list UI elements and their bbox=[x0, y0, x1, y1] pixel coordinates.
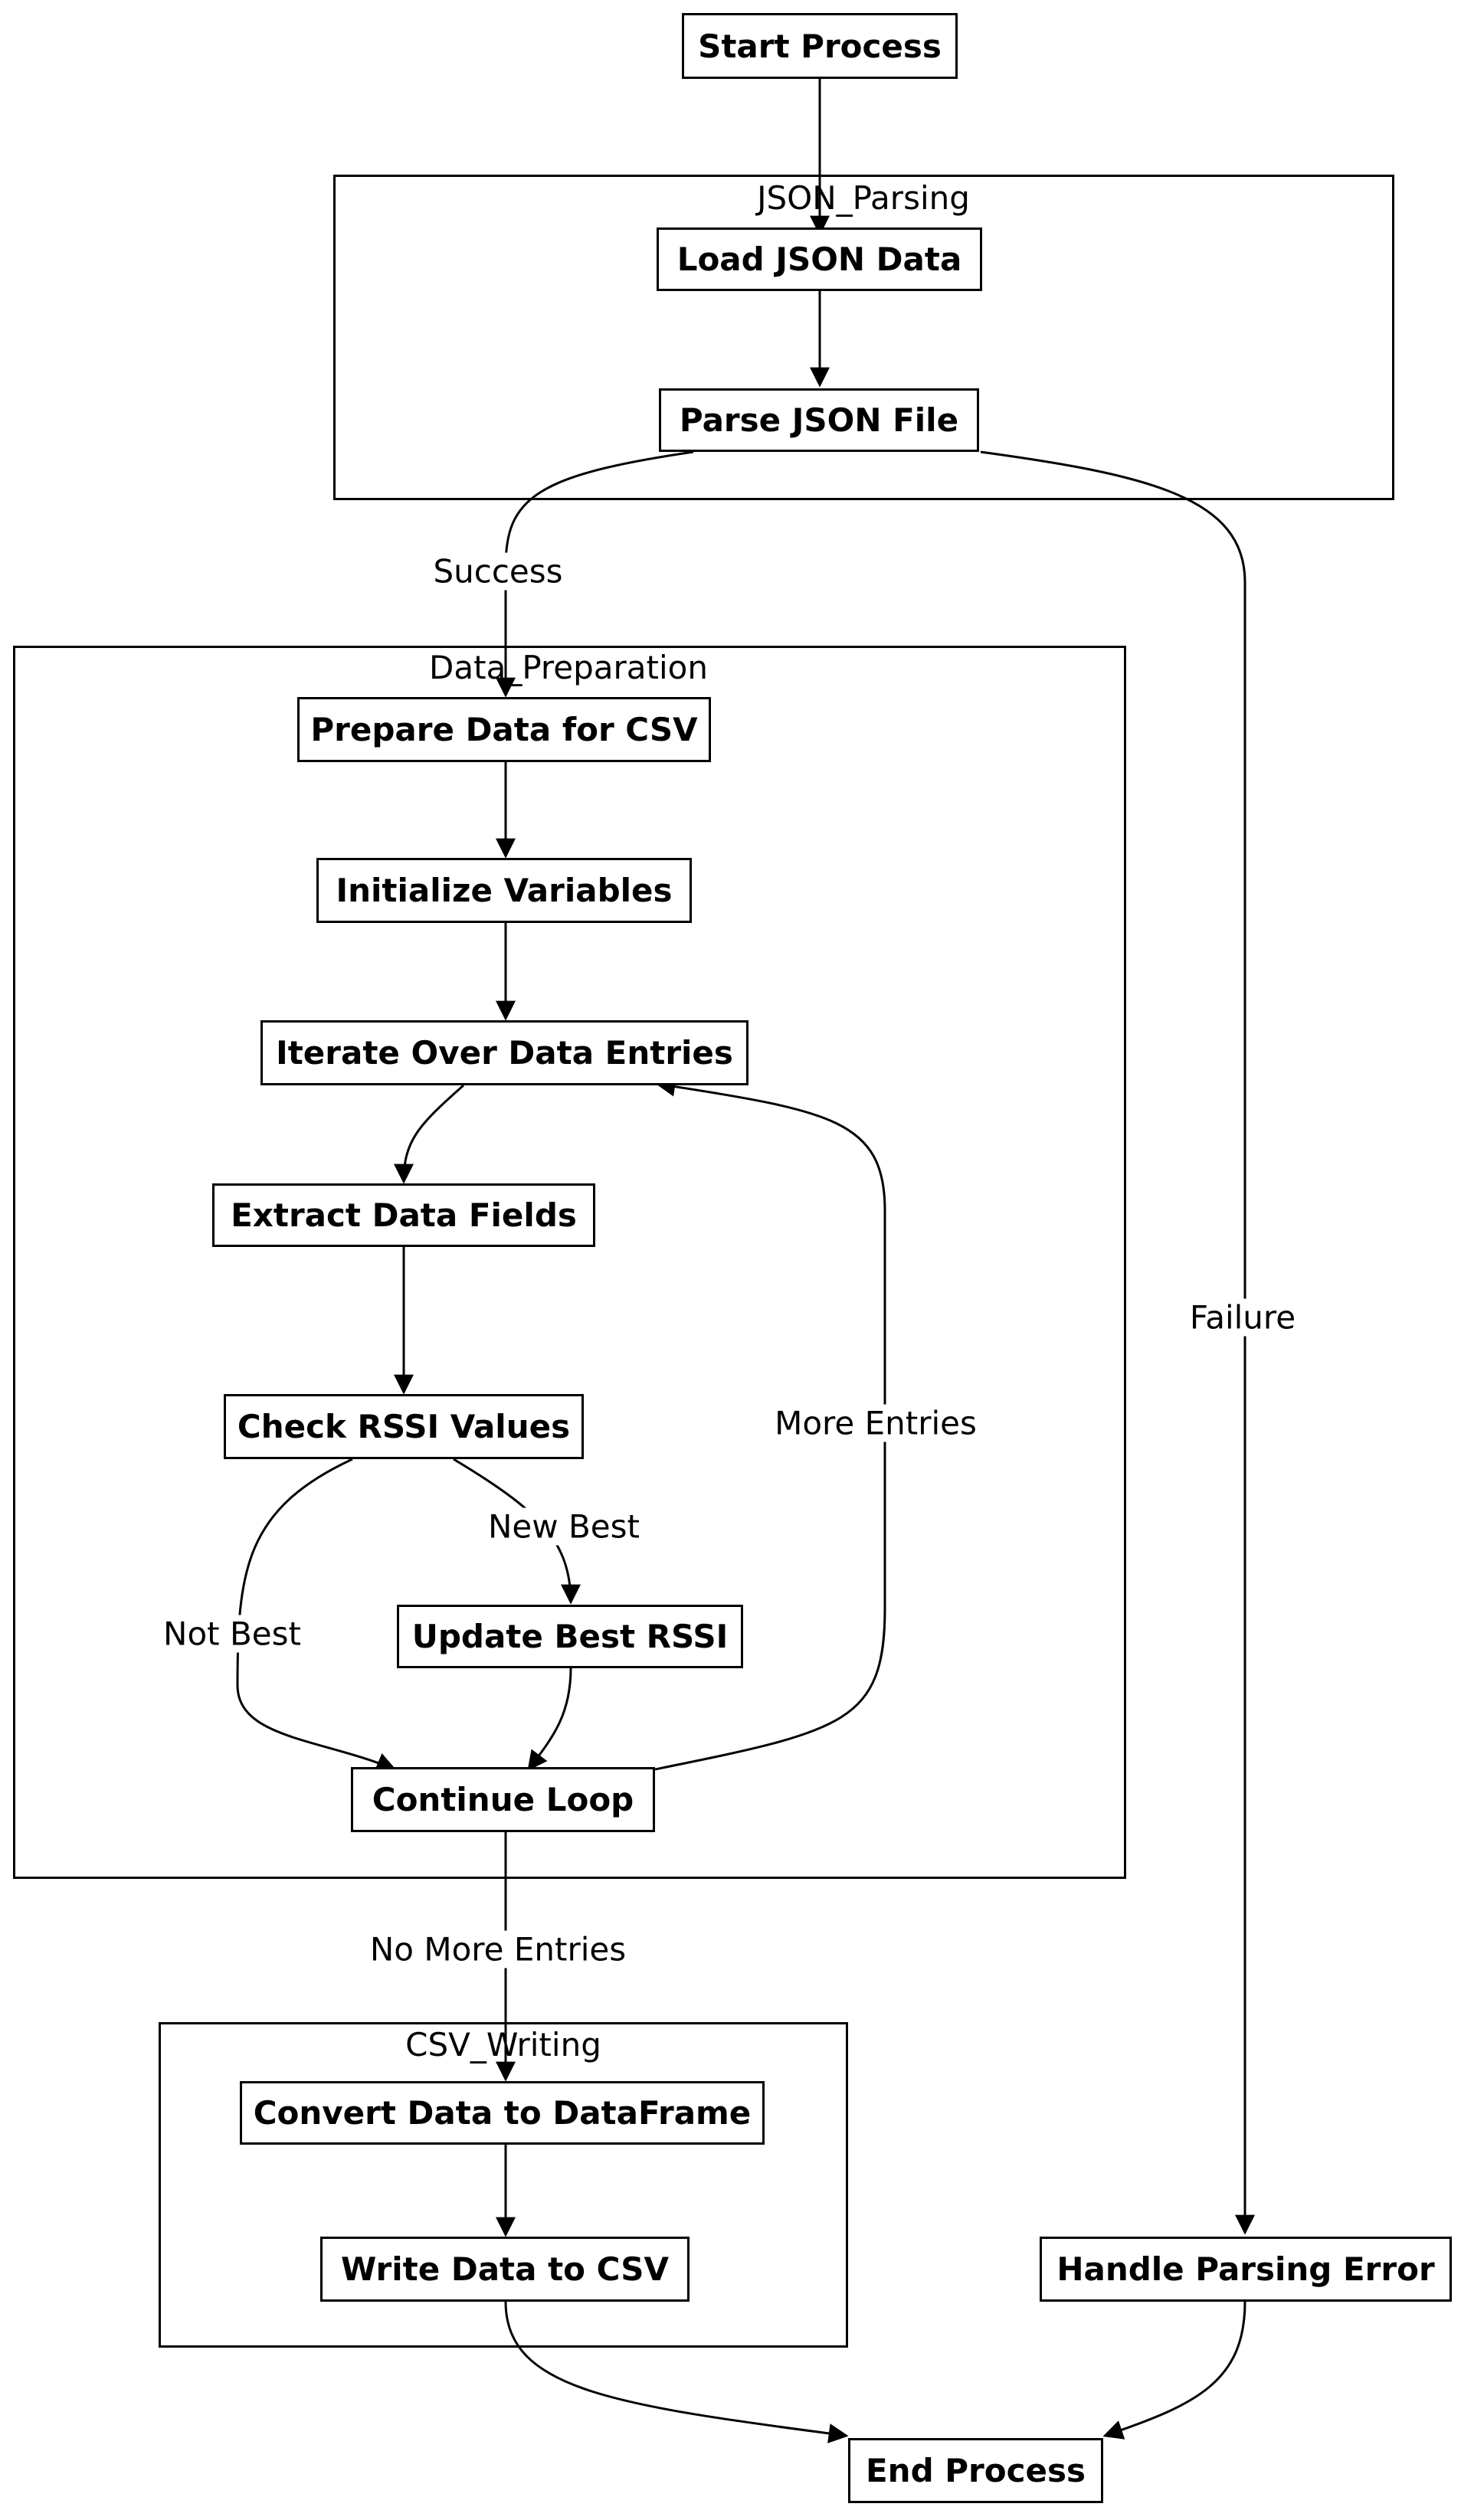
node-convert-data-to-dataframe: Convert Data to DataFrame bbox=[240, 2081, 765, 2145]
node-initialize-variables: Initialize Variables bbox=[316, 858, 692, 923]
group-title-data-preparation: Data_Preparation bbox=[429, 649, 708, 686]
node-extract-data-fields: Extract Data Fields bbox=[212, 1183, 595, 1247]
group-title-csv-writing: CSV_Writing bbox=[405, 2026, 601, 2063]
edge-parse-to-error bbox=[980, 450, 1255, 2235]
edge-write-to-end bbox=[504, 2301, 849, 2443]
node-update-best-rssi: Update Best RSSI bbox=[397, 1605, 743, 1668]
edge-label-not-best: Not Best bbox=[162, 1615, 303, 1653]
group-json-parsing bbox=[333, 175, 1394, 500]
edge-update-to-continue bbox=[527, 1667, 572, 1772]
edge-parse-to-prepare bbox=[496, 450, 694, 698]
edge-label-more-entries: More Entries bbox=[773, 1404, 978, 1442]
edge-continue-to-iterate bbox=[654, 1076, 886, 1771]
group-csv-writing bbox=[159, 2022, 848, 2348]
edge-label-no-more-entries: No More Entries bbox=[368, 1930, 628, 1969]
group-data-preparation bbox=[13, 646, 1126, 1879]
node-prepare-data-for-csv: Prepare Data for CSV bbox=[297, 697, 711, 762]
node-parse-json-file: Parse JSON File bbox=[659, 388, 979, 452]
node-start-process: Start Process bbox=[682, 13, 958, 79]
node-load-json-data: Load JSON Data bbox=[657, 227, 982, 291]
node-end-process: End Process bbox=[848, 2438, 1103, 2503]
edge-error-to-end bbox=[1102, 2301, 1246, 2440]
node-continue-loop: Continue Loop bbox=[351, 1767, 655, 1832]
edge-label-success: Success bbox=[431, 552, 565, 591]
edge-label-new-best: New Best bbox=[486, 1507, 641, 1546]
group-title-json-parsing: JSON_Parsing bbox=[757, 179, 970, 217]
node-handle-parsing-error: Handle Parsing Error bbox=[1040, 2237, 1452, 2302]
edge-check-to-continue bbox=[236, 1458, 397, 1772]
edge-label-failure: Failure bbox=[1187, 1298, 1298, 1337]
node-iterate-over-data-entries: Iterate Over Data Entries bbox=[260, 1020, 749, 1085]
node-write-data-to-csv: Write Data to CSV bbox=[320, 2237, 690, 2302]
node-check-rssi-values: Check RSSI Values bbox=[224, 1394, 584, 1459]
edge-iterate-to-extract bbox=[394, 1084, 464, 1184]
